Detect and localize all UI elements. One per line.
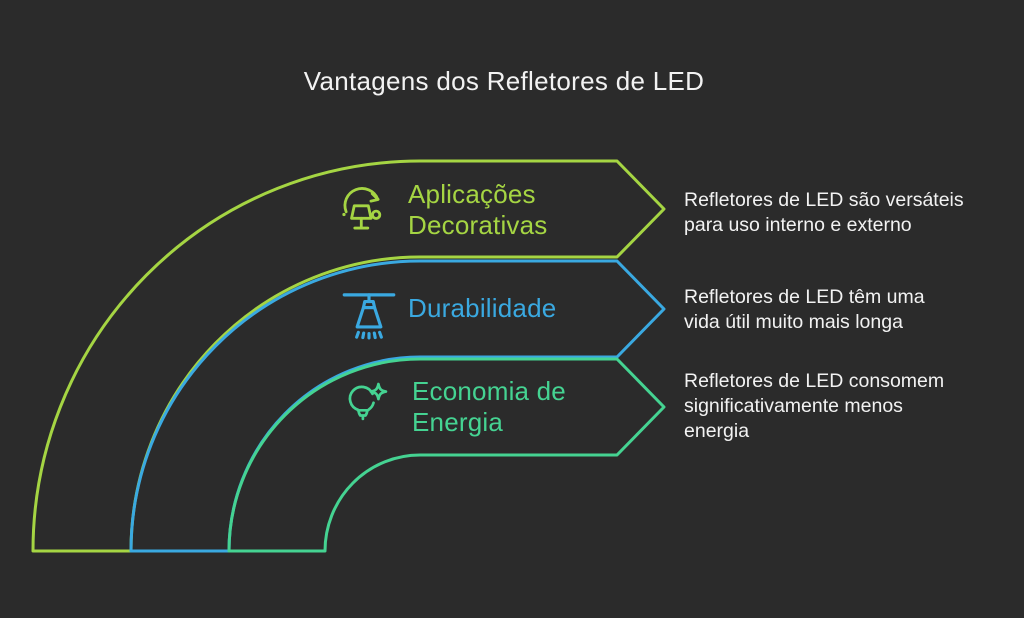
page-title: Vantagens dos Refletores de LED [303,66,705,96]
ribbon-economia-energia [227,357,666,553]
banner-label-economia-energia: Economia de Energia [412,376,566,437]
banner-description-economia-energia: Refletores de LED consomem significativa… [684,370,945,442]
decorative-lamp-icon [338,182,390,234]
pendant-lamp-icon [340,284,398,342]
lightbulb-sparkle-icon [343,378,393,428]
banner-label-aplicacoes-decorativas: Aplicações Decorativas [408,179,548,240]
banner-label-durabilidade: Durabilidade [408,293,557,323]
banner-description-durabilidade: Refletores de LED têm uma vida útil muit… [684,286,925,333]
banner-description-aplicacoes-decorativas: Refletores de LED são versáteis para uso… [684,189,964,236]
